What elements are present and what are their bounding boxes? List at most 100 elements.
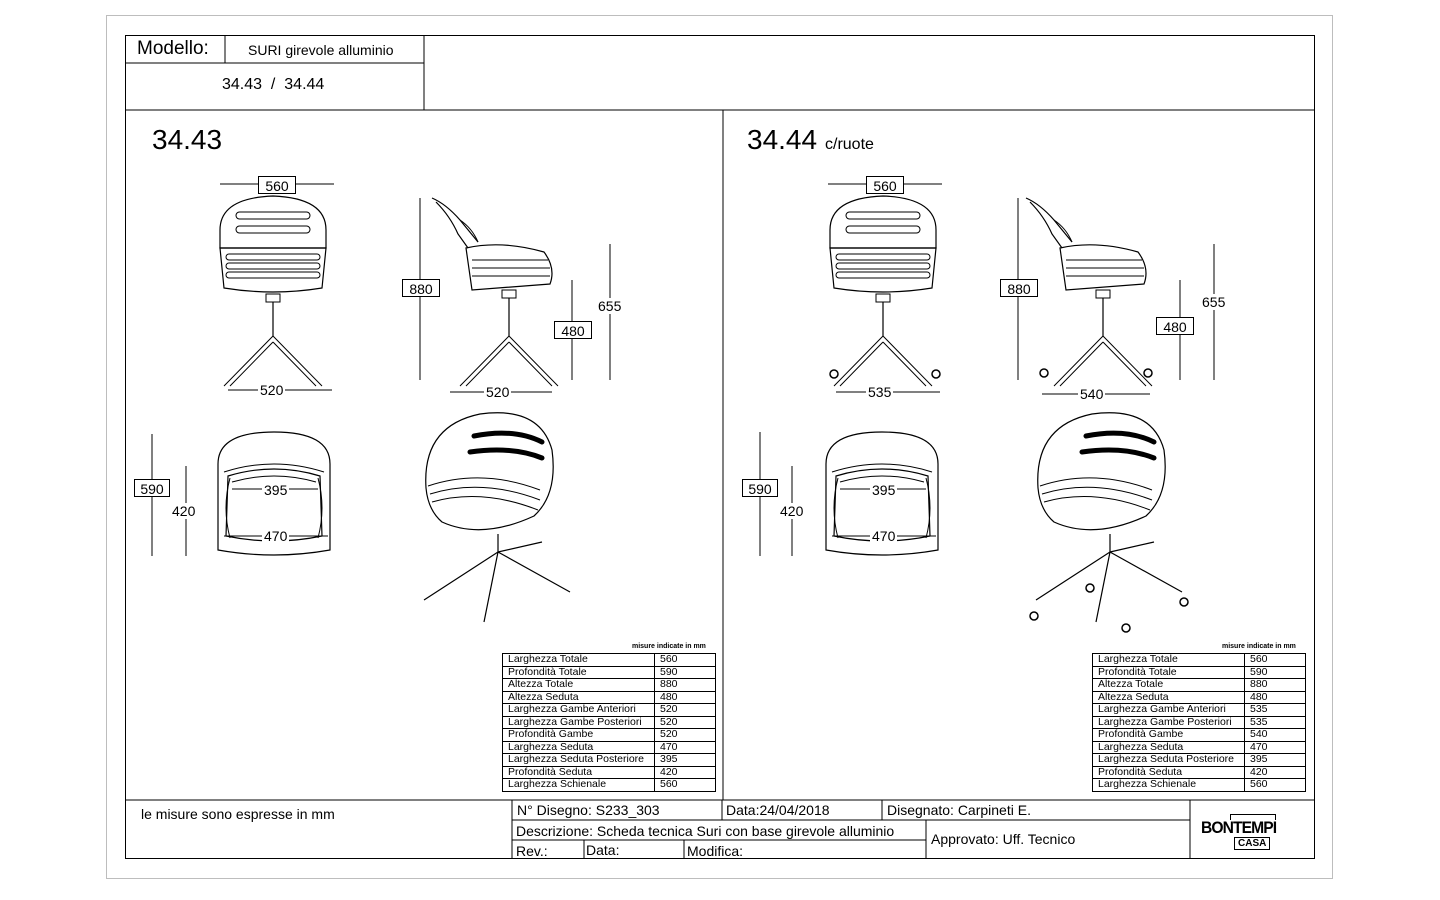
spec-label: Larghezza Seduta Posteriore bbox=[1092, 753, 1245, 767]
spec-label: Profondità Totale bbox=[1092, 665, 1245, 679]
spec-label: Larghezza Gambe Posteriori bbox=[502, 715, 655, 729]
dim-front-base: 520 bbox=[258, 382, 286, 398]
spec-value: 470 bbox=[1244, 740, 1306, 754]
rev-label: Rev.: bbox=[516, 843, 548, 859]
spec-value: 520 bbox=[654, 728, 716, 742]
spec-label: Profondità Seduta bbox=[1092, 765, 1245, 779]
spec-value: 560 bbox=[654, 778, 716, 792]
spec-value: 535 bbox=[1244, 703, 1306, 717]
dimension-lines-left bbox=[151, 183, 611, 556]
approved-by: Approvato: Uff. Tecnico bbox=[931, 831, 1076, 847]
spec-value: 560 bbox=[654, 653, 716, 667]
spec-value: 590 bbox=[654, 665, 716, 679]
spec-label: Larghezza Gambe Anteriori bbox=[502, 703, 655, 717]
spec-value: 535 bbox=[1244, 715, 1306, 729]
measures-note: le misure sono espresse in mm bbox=[141, 806, 335, 822]
dim-side-height-r: 880 bbox=[1000, 279, 1038, 297]
spec-label: Larghezza Seduta bbox=[502, 740, 655, 754]
spec-value: 590 bbox=[1244, 665, 1306, 679]
drawing-frame bbox=[125, 35, 1315, 859]
spec-value: 480 bbox=[1244, 690, 1306, 704]
spec-label: Larghezza Schienale bbox=[1092, 778, 1245, 792]
spec-value: 520 bbox=[654, 703, 716, 717]
spec-label: Altezza Seduta bbox=[502, 690, 655, 704]
dim-top-depth: 590 bbox=[134, 479, 170, 497]
spec-value: 520 bbox=[654, 715, 716, 729]
dim-front-base-r: 535 bbox=[866, 384, 894, 400]
dim-side-seat: 480 bbox=[554, 321, 592, 339]
spec-label: Profondità Gambe bbox=[502, 728, 655, 742]
right-panel-title-suffix: c/ruote bbox=[825, 136, 874, 153]
spec-label: Larghezza Seduta bbox=[1092, 740, 1245, 754]
description: Descrizione: Scheda tecnica Suri con bas… bbox=[516, 823, 895, 839]
spec-value: 480 bbox=[654, 690, 716, 704]
dim-side-seat-r: 480 bbox=[1156, 317, 1194, 335]
model-codes: 34.43 / 34.44 bbox=[222, 76, 325, 93]
spec-label: Larghezza Seduta Posteriore bbox=[502, 753, 655, 767]
model-name: SURI girevole alluminio bbox=[248, 42, 394, 58]
dim-front-width-r: 560 bbox=[866, 176, 904, 194]
spec-value: 395 bbox=[654, 753, 716, 767]
brand-name: BONTEMPI bbox=[1201, 818, 1277, 837]
dim-top-rear-r: 395 bbox=[870, 482, 898, 498]
logo-roof-mark bbox=[1230, 814, 1276, 820]
drawing-date: Data:24/04/2018 bbox=[726, 802, 830, 818]
dim-top-seat-depth-r: 420 bbox=[778, 503, 806, 519]
model-label: Modello: bbox=[137, 38, 209, 59]
spec-value: 420 bbox=[1244, 765, 1306, 779]
spec-label: Altezza Seduta bbox=[1092, 690, 1245, 704]
spec-value: 470 bbox=[654, 740, 716, 754]
spec-label: Larghezza Gambe Posteriori bbox=[1092, 715, 1245, 729]
modification-label: Modifica: bbox=[687, 843, 744, 859]
spec-label: Larghezza Gambe Anteriori bbox=[1092, 703, 1245, 717]
dim-top-seat-depth: 420 bbox=[170, 503, 198, 519]
unit-note-right: misure indicate in mm bbox=[1222, 643, 1296, 650]
spec-label: Larghezza Totale bbox=[1092, 653, 1245, 667]
dim-side-base: 520 bbox=[484, 384, 512, 400]
spec-value: 560 bbox=[1244, 778, 1306, 792]
spec-label: Profondità Seduta bbox=[502, 765, 655, 779]
dim-side-arm-r: 655 bbox=[1200, 294, 1228, 310]
date-label: Data: bbox=[586, 842, 620, 858]
spec-value: 540 bbox=[1244, 728, 1306, 742]
spec-label: Larghezza Totale bbox=[502, 653, 655, 667]
dim-top-seat-width: 470 bbox=[262, 528, 290, 544]
right-panel-title: 34.44 bbox=[747, 124, 818, 155]
dim-top-seat-width-r: 470 bbox=[870, 528, 898, 544]
bontempi-logo: BONTEMPI CASA bbox=[1200, 814, 1308, 854]
spec-value: 395 bbox=[1244, 753, 1306, 767]
spec-label: Larghezza Schienale bbox=[502, 778, 655, 792]
spec-label: Altezza Totale bbox=[1092, 678, 1245, 692]
dim-top-depth-r: 590 bbox=[742, 479, 778, 497]
dim-side-height: 880 bbox=[402, 279, 440, 297]
spec-label: Profondità Gambe bbox=[1092, 728, 1245, 742]
spec-value: 560 bbox=[1244, 653, 1306, 667]
spec-label: Altezza Totale bbox=[502, 678, 655, 692]
sheet-border bbox=[106, 15, 1333, 879]
spec-label: Profondità Totale bbox=[502, 665, 655, 679]
left-panel-title: 34.43 bbox=[152, 124, 223, 155]
